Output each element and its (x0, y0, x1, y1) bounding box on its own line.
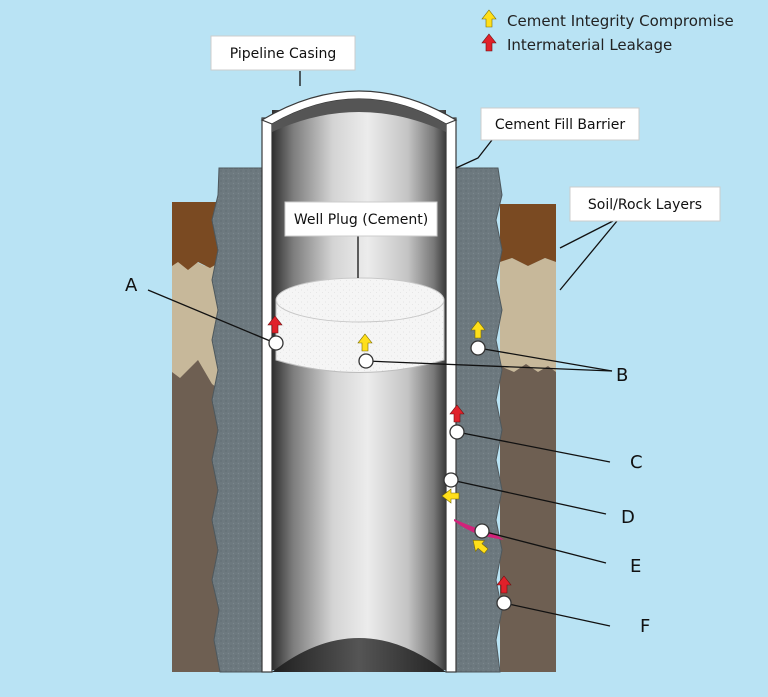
casing-wall-right (445, 117, 457, 673)
points (268, 335, 512, 611)
well-plug (275, 277, 445, 373)
legend-leakage-label: Intermaterial Leakage (507, 36, 672, 54)
casing-top-inner (272, 99, 446, 132)
sand-layer-left (172, 258, 220, 390)
callout-pipeline-casing: Pipeline Casing (210, 35, 356, 71)
topsoil-layer-left (172, 202, 220, 270)
leader-lines (147, 71, 618, 627)
legend-compromise-label: Cement Integrity Compromise (507, 12, 734, 30)
point-e-label: E (630, 556, 641, 577)
legend-compromise-icon (481, 9, 497, 28)
cement-fill-left (211, 167, 263, 673)
cement-fill-right (455, 167, 503, 673)
point-c-marker (449, 424, 465, 440)
callout-well-plug: Well Plug (Cement) (284, 201, 438, 237)
point-c-label: C (630, 452, 643, 473)
casing-interior (272, 110, 446, 670)
sand-layer-right (500, 258, 556, 372)
point-a-label: A (125, 275, 138, 296)
casing-bottom-opening (272, 638, 446, 672)
point-d-label: D (621, 507, 635, 528)
point-letters: A B C D E F (125, 275, 650, 637)
callout-soil-rock-layers: Soil/Rock Layers (569, 186, 721, 222)
legend: Cement Integrity Compromise Intermateria… (481, 9, 734, 54)
callout-cement-fill-barrier: Cement Fill Barrier (480, 107, 640, 141)
point-e-marker (474, 523, 490, 539)
rock-layer-left (172, 320, 220, 672)
callout-soil-rock-layers-label: Soil/Rock Layers (588, 197, 702, 213)
callout-well-plug-label: Well Plug (Cement) (294, 212, 428, 228)
point-a-marker (268, 335, 284, 351)
soil-layers-left (172, 202, 220, 672)
point-b-label: B (616, 365, 628, 386)
point-b2-marker (470, 340, 486, 356)
legend-leakage-icon (481, 33, 497, 52)
point-f-label: F (640, 616, 650, 637)
callout-cement-fill-barrier-label: Cement Fill Barrier (495, 117, 626, 133)
soil-layers-right (500, 204, 556, 672)
callout-pipeline-casing-label: Pipeline Casing (230, 46, 337, 62)
topsoil-layer-right (500, 204, 556, 266)
point-b1-marker (358, 353, 374, 369)
point-d-marker (443, 472, 459, 488)
point-f-marker (496, 595, 512, 611)
rock-layer-right (500, 330, 556, 672)
casing-wall-left (261, 117, 273, 673)
